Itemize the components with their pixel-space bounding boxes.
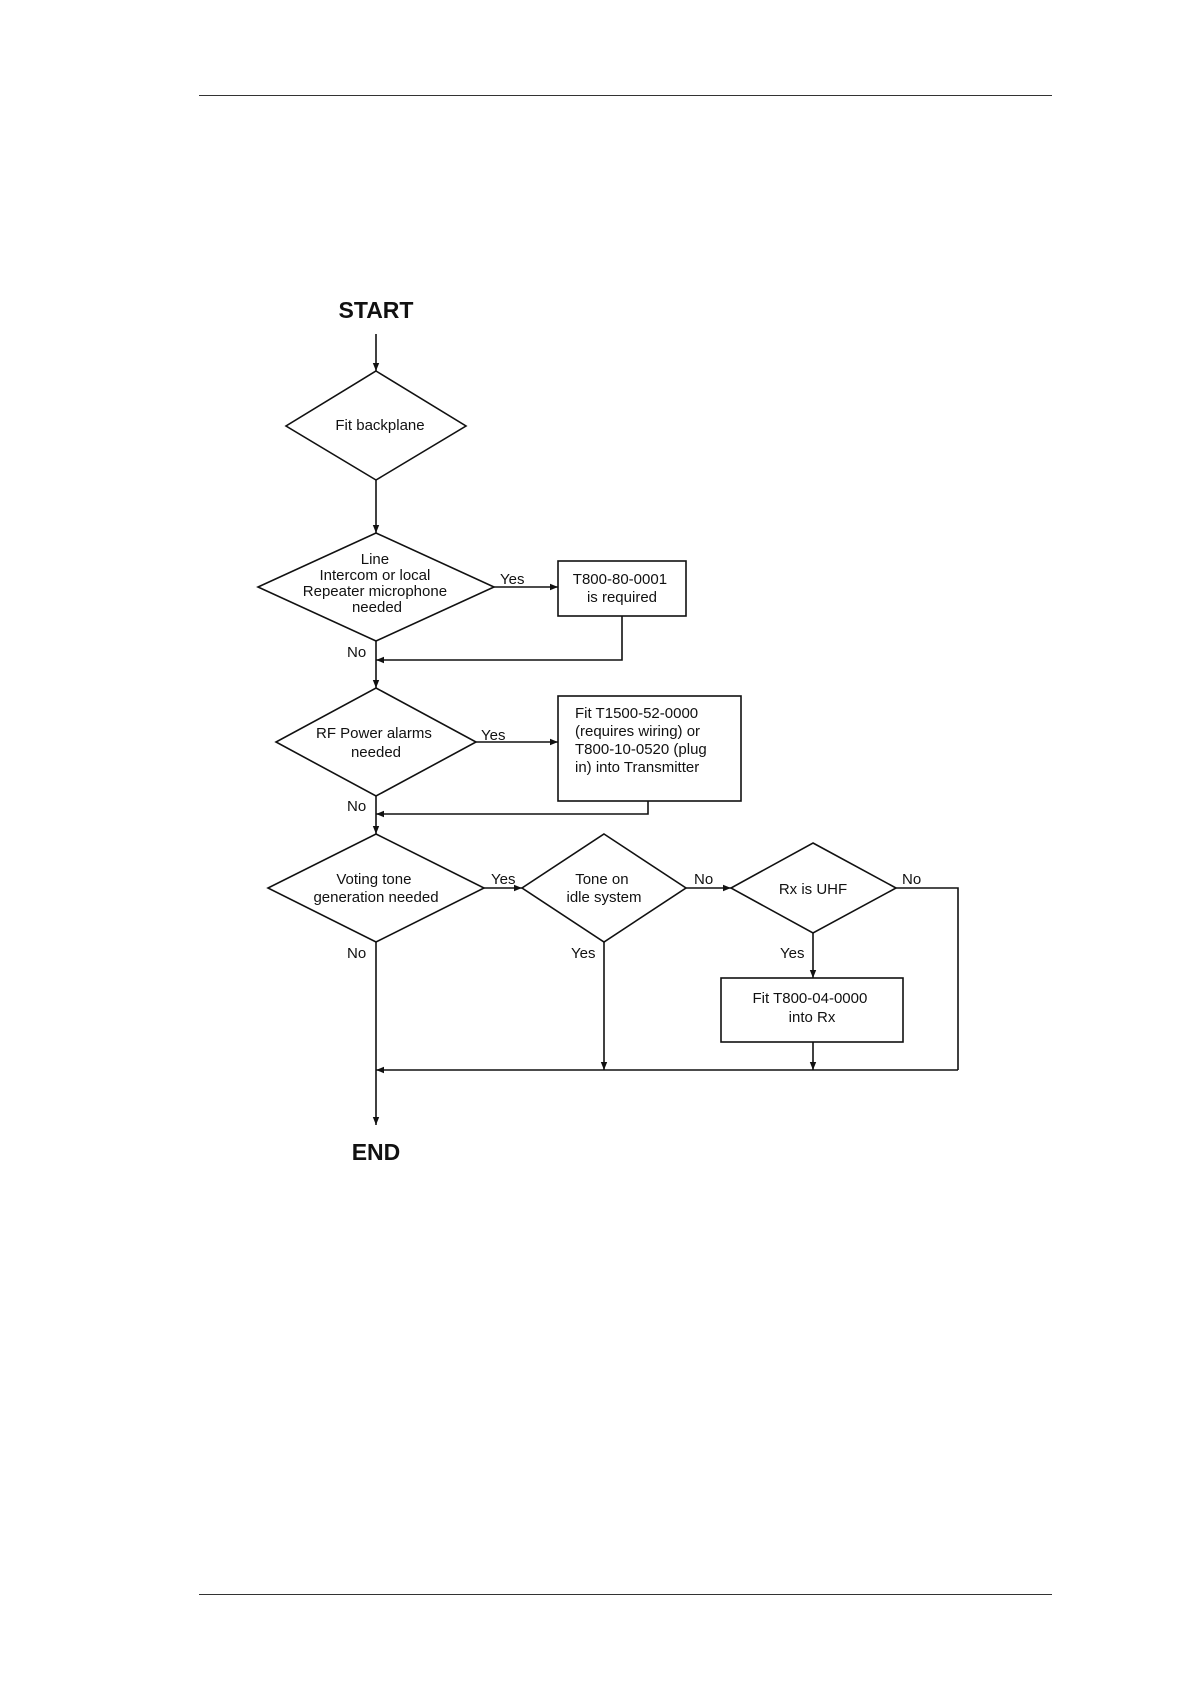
decision-tone-idle [520, 833, 688, 943]
start-terminal: START [339, 297, 414, 323]
decision-voting-tone-line: Voting tone [336, 871, 411, 888]
process-t800-80-label: T800-80-0001 is required [573, 571, 671, 606]
decision-rf-power [274, 687, 478, 797]
connector [376, 801, 649, 818]
edge-label-yes: Yes [481, 727, 505, 744]
decision-tone-idle-line: Tone on [575, 871, 628, 888]
process-t800-80-line: T800-80-0001 [573, 571, 667, 588]
process-t800-04-label: Fit T800-04-0000 into Rx [753, 990, 872, 1026]
connector [896, 887, 959, 1070]
decision-rf-power-line: RF Power alarms [316, 725, 432, 742]
decision-rf-power-line: needed [351, 744, 401, 761]
decision-rx-uhf-line: Rx is UHF [779, 881, 847, 898]
decision-voting-tone-label: Voting tone generation needed [313, 871, 438, 906]
decision-line-intercom-label: Line Intercom or local Repeater micropho… [303, 551, 451, 616]
process-t1500 [557, 695, 742, 802]
decision-line-intercom-line: Repeater microphone [303, 583, 447, 600]
decision-fit-backplane-line: Fit backplane [335, 417, 424, 434]
decision-fit-backplane-label: Fit backplane [335, 417, 424, 434]
process-t1500-line: T800-10-0520 (plug [575, 741, 707, 758]
edge-label-yes: Yes [491, 871, 515, 888]
edge-label-no: No [694, 871, 713, 888]
edge-label-yes: Yes [780, 945, 804, 962]
footer-rule [199, 1594, 1052, 1595]
decision-tone-idle-line: idle system [566, 889, 641, 906]
process-t1500-label: Fit T1500-52-0000 (requires wiring) or T… [575, 705, 711, 776]
edge-label-yes: Yes [571, 945, 595, 962]
process-t800-04-line: into Rx [789, 1009, 836, 1026]
process-t800-04-line: Fit T800-04-0000 [753, 990, 868, 1007]
edge-label-no: No [347, 945, 366, 962]
decision-voting-tone [266, 833, 486, 943]
edge-label-no: No [902, 871, 921, 888]
decision-tone-idle-label: Tone on idle system [566, 871, 641, 906]
connector [376, 616, 623, 664]
process-t1500-line: Fit T1500-52-0000 [575, 705, 698, 722]
decision-rf-power-label: RF Power alarms needed [316, 725, 436, 761]
edge-label-no: No [347, 644, 366, 661]
decision-line-intercom-line: Line [361, 551, 389, 568]
decision-line-intercom-line: needed [352, 599, 402, 616]
header-rule [199, 95, 1052, 96]
decision-line-intercom-line: Intercom or local [319, 567, 430, 584]
process-t1500-line: (requires wiring) or [575, 723, 700, 740]
decision-rx-uhf-label: Rx is UHF [779, 881, 847, 898]
edge-label-no: No [347, 798, 366, 815]
end-terminal: END [352, 1139, 401, 1165]
process-t800-80-line: is required [587, 589, 657, 606]
process-t1500-line: in) into Transmitter [575, 759, 699, 776]
decision-voting-tone-line: generation needed [313, 889, 438, 906]
edge-label-yes: Yes [500, 571, 524, 588]
process-t800-04 [720, 977, 904, 1043]
